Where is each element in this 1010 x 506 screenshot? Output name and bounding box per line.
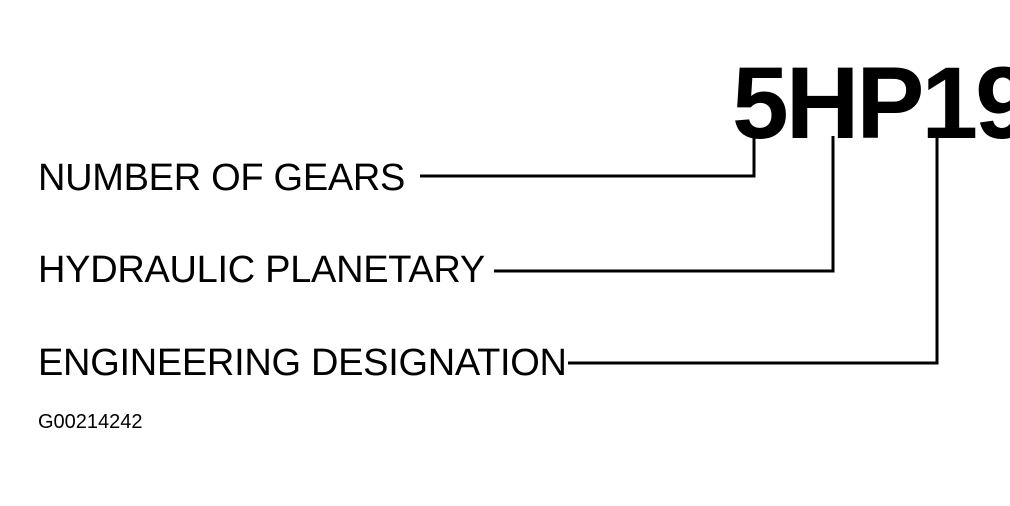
leader-line-engineering (568, 136, 939, 365)
leader-line-hydraulic (494, 136, 835, 273)
label-engineering-designation: ENGINEERING DESIGNATION (38, 342, 567, 384)
label-hydraulic-planetary: HYDRAULIC PLANETARY (38, 249, 485, 291)
leader-line-gears (420, 136, 756, 178)
figure-id: G00214242 (38, 411, 143, 433)
transmission-designation: 5HP19 (732, 46, 1010, 160)
label-number-of-gears: NUMBER OF GEARS (38, 157, 406, 199)
